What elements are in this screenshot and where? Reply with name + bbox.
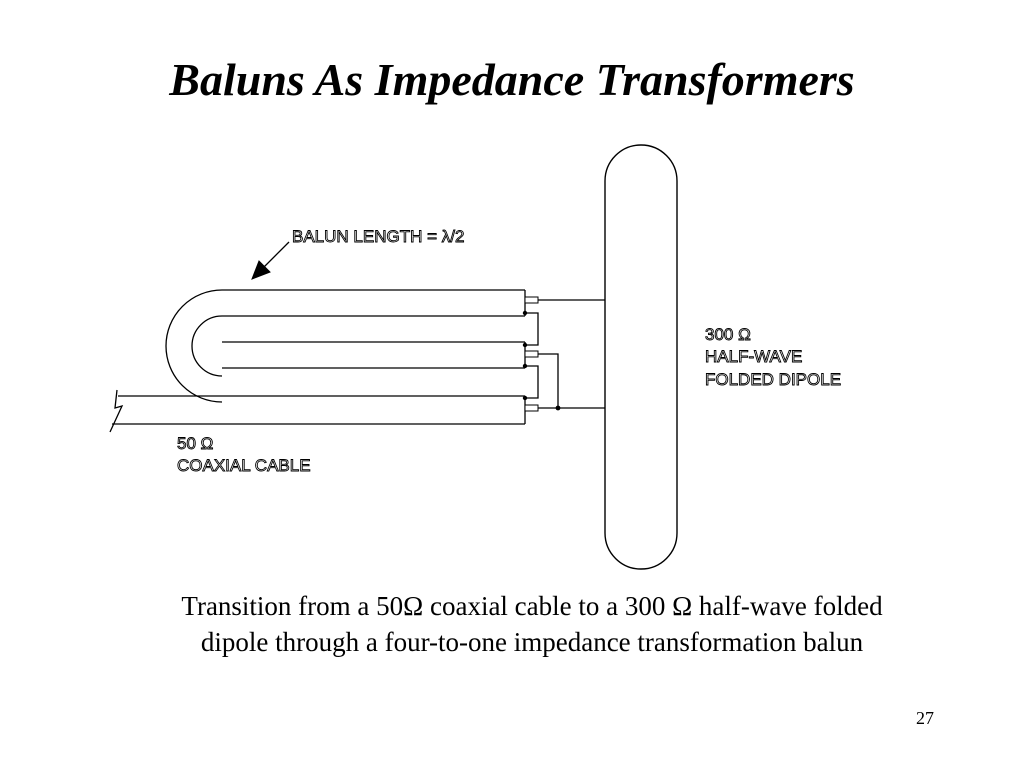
dipole-type-label: HALF-WAVE: [705, 347, 802, 366]
caption-line-1: Transition from a 50Ω coaxial cable to a…: [181, 591, 883, 621]
feed-junction: [555, 405, 561, 411]
center-conductor-stub-top: [524, 296, 539, 304]
coax-impedance-label: 50 Ω: [177, 434, 213, 453]
page-number: 27: [916, 708, 934, 728]
cable-break-symbol: [109, 389, 124, 433]
shield-jumper-lower: [525, 365, 539, 399]
balun-length-label: BALUN LENGTH = λ/2: [292, 227, 464, 246]
center-conductor-stub-coax: [524, 404, 539, 412]
shield-junction-2: [522, 342, 528, 348]
slide-caption: Transition from a 50Ω coaxial cable to a…: [60, 588, 1004, 660]
shield-junction-1: [522, 310, 528, 316]
shield-junction-4: [522, 395, 528, 401]
shield-junction-3: [522, 363, 528, 369]
folded-dipole: [604, 144, 678, 570]
balun-pointer-line: [262, 241, 290, 269]
dipole-impedance-label: 300 Ω: [705, 325, 751, 344]
balun-pointer-arrowhead: [251, 260, 271, 280]
dipole-name-label: FOLDED DIPOLE: [705, 370, 841, 389]
caption-line-2: dipole through a four-to-one impedance t…: [200, 627, 864, 657]
feed-wire-center: [538, 353, 559, 408]
balun-outer-conductor: [165, 289, 525, 403]
shield-jumper-upper: [525, 312, 539, 346]
slide-title: Baluns As Impedance Transformers: [169, 54, 855, 105]
center-conductor-stub-mid: [524, 350, 539, 358]
coax-name-label: COAXIAL CABLE: [177, 456, 311, 475]
balun-inner-conductor: [191, 315, 525, 377]
